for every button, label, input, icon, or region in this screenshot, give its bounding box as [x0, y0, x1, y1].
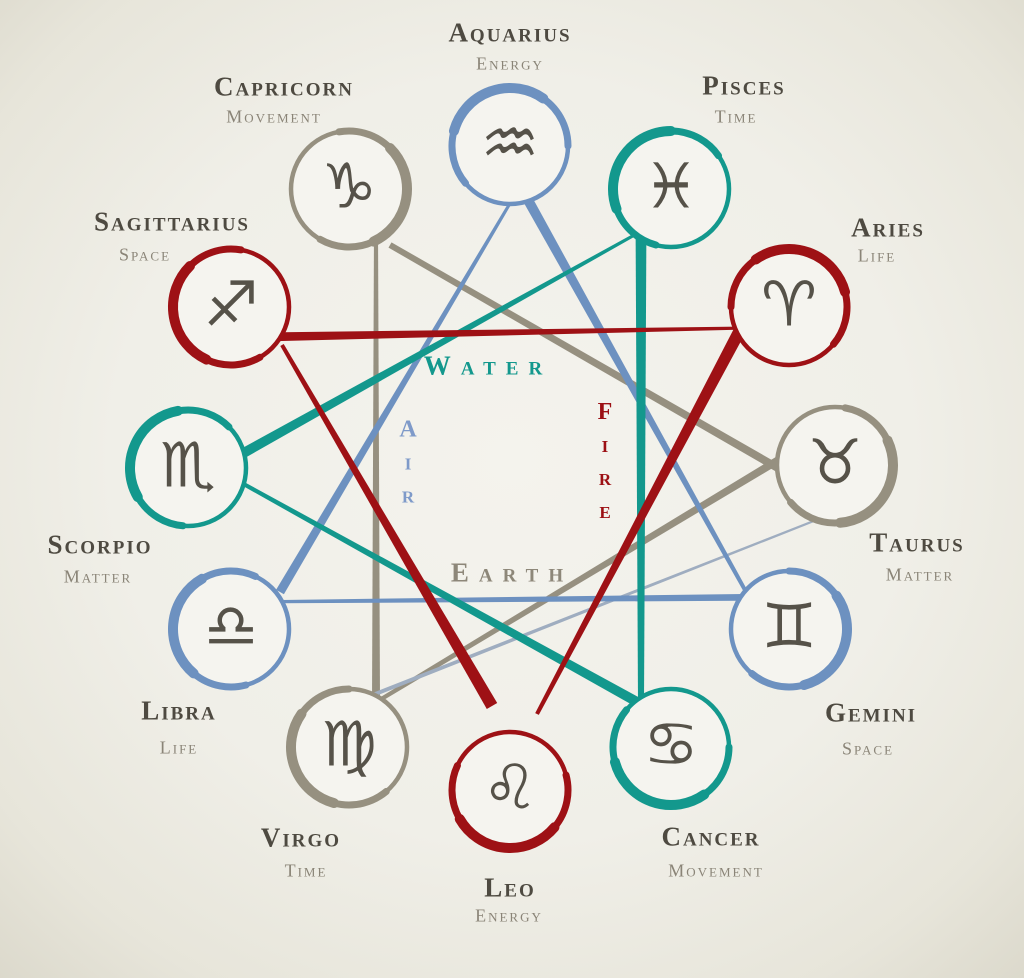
leo-title: Leo: [484, 872, 536, 903]
aspect-line-virgo-capricorn: [372, 228, 380, 702]
gemini-subtitle: Space: [841, 738, 895, 759]
capricorn-title: Capricorn: [214, 71, 354, 102]
taurus-circle: [774, 404, 898, 528]
taurus-symbol-icon: ♉: [807, 425, 863, 499]
cancer-subtitle: Movement: [668, 860, 764, 881]
taurus-title: Taurus: [869, 527, 965, 558]
aquarius-symbol-icon: ♒: [480, 104, 540, 182]
scorpio-circle: [125, 405, 249, 530]
pisces-circle: [608, 126, 732, 250]
aries-symbol-icon: ♈: [761, 267, 817, 341]
leo-subtitle: Energy: [475, 905, 543, 926]
aquarius-subtitle: Energy: [476, 53, 544, 74]
aquarius-title: Aquarius: [448, 17, 572, 48]
aspect-line-libra-aquarius: [276, 199, 514, 595]
libra-title: Libra: [141, 695, 217, 726]
scorpio-subtitle: Matter: [63, 566, 133, 587]
libra-circle: [168, 567, 292, 691]
virgo-subtitle: Time: [284, 860, 328, 881]
aries-circle: [727, 244, 851, 368]
virgo-title: Virgo: [260, 822, 342, 853]
scorpio-title: Scorpio: [47, 529, 153, 560]
aspect-line-aquarius-gemini: [523, 197, 747, 591]
aspect-line-pisces-cancer: [635, 212, 647, 703]
sagittarius-subtitle: Space: [118, 244, 172, 265]
aspect-line-libra-gemini: [240, 593, 782, 604]
libra-subtitle: Life: [159, 737, 199, 758]
virgo-symbol-icon: ♍: [321, 707, 377, 781]
element-label-earth: Earth: [450, 557, 574, 588]
aspect-line-sagittarius-aries: [261, 326, 747, 342]
capricorn-subtitle: Movement: [226, 106, 322, 127]
gemini-title: Gemini: [824, 697, 918, 728]
taurus-subtitle: Matter: [885, 564, 955, 585]
virgo-circle: [286, 685, 410, 809]
element-label-water: Water: [423, 350, 553, 381]
capricorn-symbol-icon: ♑: [321, 149, 377, 223]
aries-subtitle: Life: [857, 245, 897, 266]
sagittarius-title: Sagittarius: [94, 206, 250, 237]
leo-symbol-icon: ♌: [482, 750, 538, 824]
aspect-line-scorpio-cancer: [239, 480, 651, 713]
cancer-symbol-icon: ♋: [643, 707, 699, 781]
pisces-subtitle: Time: [714, 106, 758, 127]
gemini-symbol-icon: ♊: [761, 589, 817, 663]
pisces-title: Pisces: [702, 70, 786, 101]
sagittarius-symbol-icon: ♐: [203, 267, 259, 341]
cancer-circle: [609, 686, 733, 810]
sagittarius-circle: [168, 245, 292, 369]
pisces-symbol-icon: ♓: [643, 149, 699, 223]
aspect-line-sagittarius-leo: [280, 344, 498, 709]
leo-circle: [448, 729, 572, 853]
cancer-title: Cancer: [661, 821, 761, 852]
scorpio-symbol-icon: ♏: [160, 428, 216, 502]
aspect-line-taurus-virgo: [357, 446, 798, 715]
gemini-circle: [728, 567, 852, 691]
libra-symbol-icon: ♎: [204, 591, 258, 662]
aspect-line-aries-leo: [535, 295, 763, 715]
aspect-line-scorpio-pisces: [237, 231, 639, 460]
aries-title: Aries: [851, 212, 925, 243]
aquarius-circle: [448, 83, 572, 207]
capricorn-circle: [288, 127, 412, 251]
